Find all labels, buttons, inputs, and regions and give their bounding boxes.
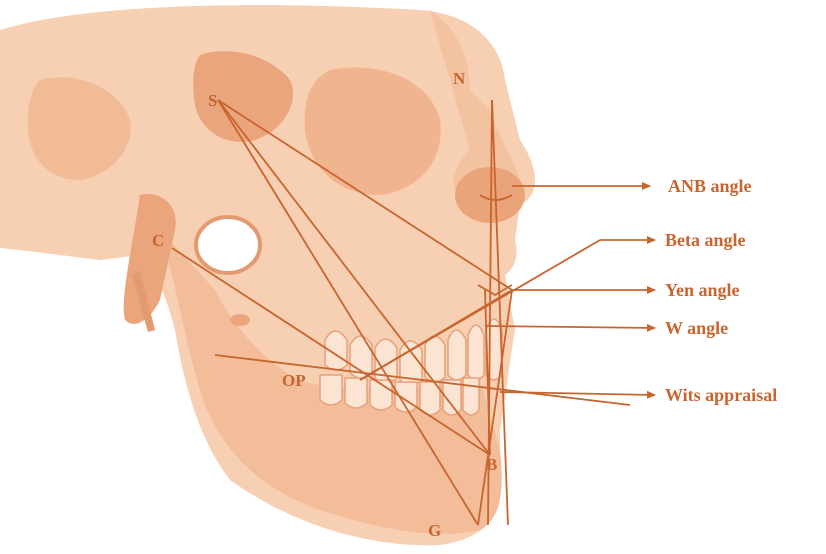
arrow-wits (500, 392, 655, 395)
landmark-c: C (152, 231, 164, 250)
label-yen-angle: Yen angle (665, 280, 740, 300)
landmark-g: G (428, 521, 441, 540)
landmark-b: B (486, 455, 497, 474)
nasal-aperture (455, 167, 525, 223)
label-anb-angle: ANB angle (668, 176, 752, 196)
landmark-n: N (453, 69, 466, 88)
label-wits-appraisal: Wits appraisal (665, 385, 777, 405)
mental-foramen (230, 314, 250, 326)
label-beta-angle: Beta angle (665, 230, 746, 250)
label-w-angle: W angle (665, 318, 728, 338)
landmark-s: S (208, 91, 217, 110)
landmark-op: OP (282, 371, 306, 390)
